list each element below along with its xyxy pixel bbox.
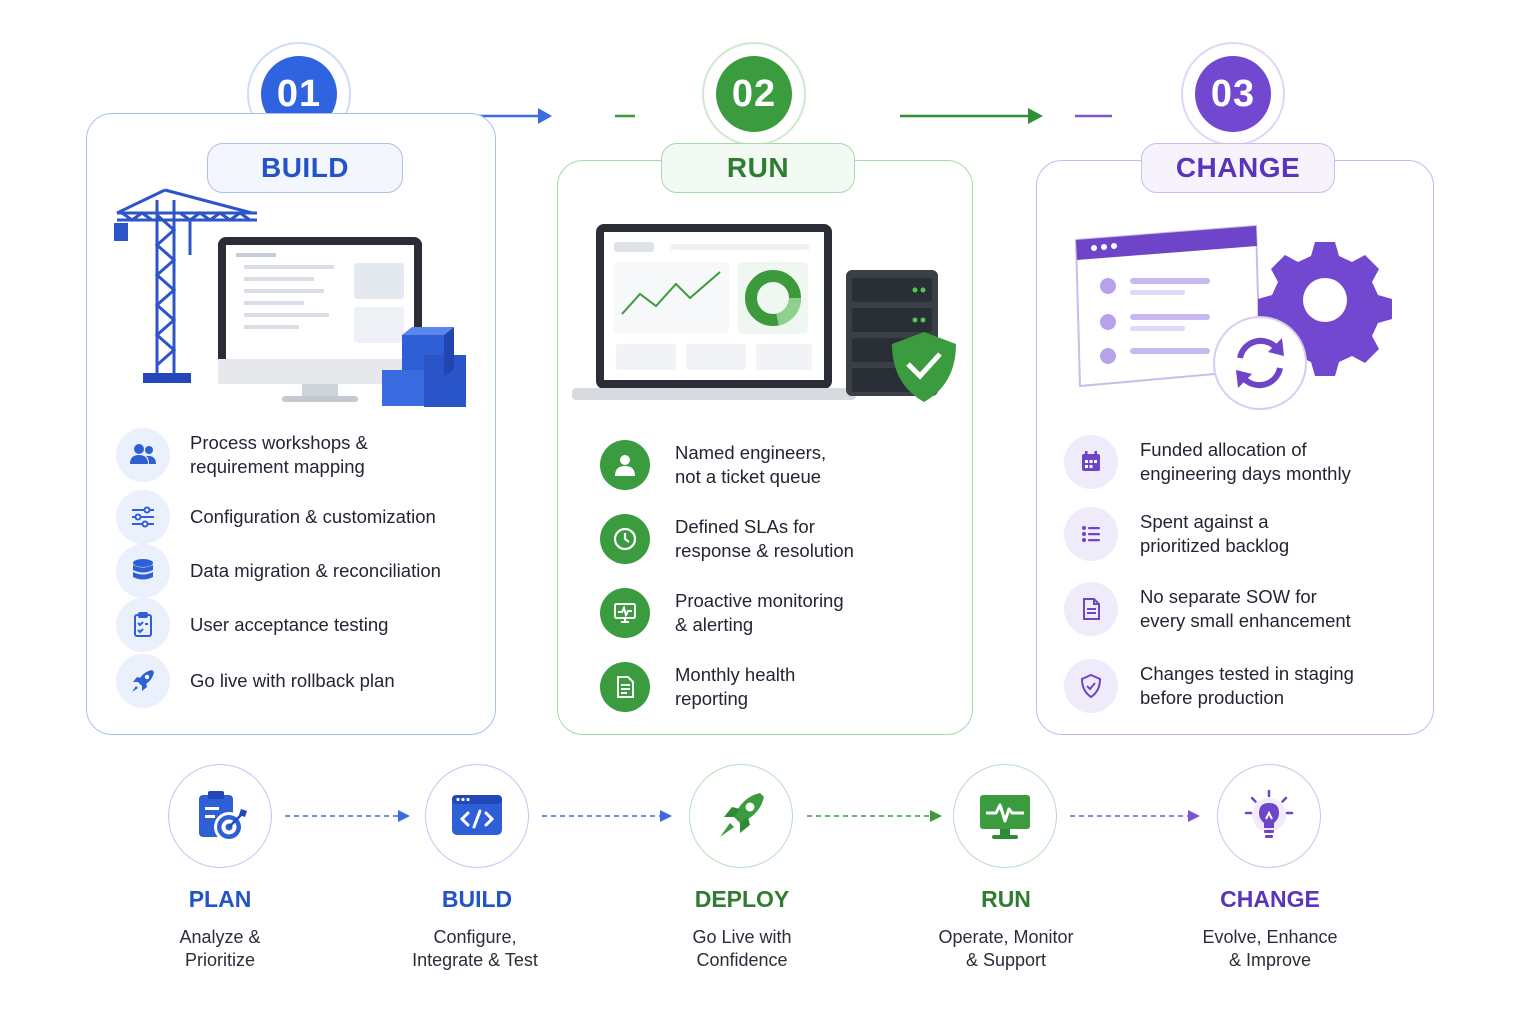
- crane-icon: [116, 188, 257, 375]
- step-connectors: [458, 108, 1112, 124]
- laptop-icon: [572, 224, 856, 400]
- run-pill: RUN: [661, 143, 855, 193]
- flow-deploy-title: DEPLOY: [694, 886, 790, 912]
- build-illustration: [114, 188, 466, 407]
- document-icon: [1064, 582, 1118, 636]
- run-illustration: [572, 224, 956, 402]
- build-item-3: Data migration & reconciliation: [116, 544, 441, 598]
- monitor-pulse-icon: [980, 795, 1030, 839]
- flow-deploy-subtitle: Go Live with Confidence: [692, 927, 792, 970]
- target-clipboard-icon: [199, 791, 247, 842]
- calendar-icon: [1064, 435, 1118, 489]
- clock-icon: [600, 514, 650, 564]
- connector-arrowhead-1: [538, 108, 552, 124]
- build-pill: BUILD: [207, 143, 403, 193]
- change-illustration: [1074, 224, 1392, 410]
- run-item-4-text: Monthly health reporting: [675, 664, 796, 709]
- flow-build-circle: [425, 764, 529, 868]
- change-item-3: No separate SOW for every small enhancem…: [1064, 582, 1351, 636]
- flow-change-circle: [1217, 764, 1321, 868]
- build-item-5: Go live with rollback plan: [116, 654, 395, 708]
- flow-plan-circle: [168, 764, 272, 868]
- build-item-1-text: Process workshops & requirement mapping: [190, 432, 368, 477]
- users-icon: [116, 428, 170, 482]
- flow-connectors: [285, 810, 1200, 822]
- run-item-1: Named engineers, not a ticket queue: [600, 440, 826, 490]
- flow-arrowhead-3: [930, 810, 942, 822]
- monitor-pulse-icon: [600, 588, 650, 638]
- sliders-icon: [116, 490, 170, 544]
- flow-plan-title: PLAN: [188, 886, 252, 912]
- connector-arrowhead-2: [1028, 108, 1043, 124]
- step-2-number: 02: [716, 56, 792, 132]
- change-item-2: Spent against a prioritized backlog: [1064, 507, 1289, 561]
- crane-counterweight: [114, 223, 128, 241]
- change-item-2-text: Spent against a prioritized backlog: [1140, 511, 1290, 556]
- change-item-1-text: Funded allocation of engineering days mo…: [1140, 439, 1351, 484]
- build-item-5-text: Go live with rollback plan: [190, 670, 395, 691]
- flow-change-title: CHANGE: [1220, 886, 1320, 912]
- flow-deploy-circle: [689, 764, 793, 868]
- lightbulb-icon: [1244, 789, 1294, 838]
- change-item-1: Funded allocation of engineering days mo…: [1064, 435, 1351, 489]
- flow-change-subtitle: Evolve, Enhance & Improve: [1202, 927, 1338, 970]
- run-item-2: Defined SLAs for response & resolution: [600, 514, 854, 564]
- run-item-1-text: Named engineers, not a ticket queue: [675, 442, 827, 487]
- step-3-circle: 03: [1181, 42, 1285, 146]
- flow-run-circle: [953, 764, 1057, 868]
- run-item-3: Proactive monitoring & alerting: [600, 588, 844, 638]
- cubes-icon: [382, 327, 466, 407]
- change-item-4: Changes tested in staging before product…: [1064, 659, 1354, 713]
- flow-run-title: RUN: [981, 886, 1031, 912]
- flow-plan-subtitle: Analyze & Prioritize: [179, 927, 261, 970]
- user-icon: [600, 440, 650, 490]
- run-item-3-text: Proactive monitoring & alerting: [675, 590, 844, 635]
- step-2-circle: 02: [702, 42, 806, 146]
- refresh-icon: [1213, 316, 1307, 410]
- database-icon: [116, 544, 170, 598]
- monitor-icon: [218, 237, 422, 402]
- build-item-4: User acceptance testing: [116, 598, 388, 652]
- build-item-2-text: Configuration & customization: [190, 506, 436, 527]
- flow-build-title: BUILD: [441, 886, 513, 912]
- code-window-icon: [452, 795, 502, 835]
- build-item-4-text: User acceptance testing: [190, 614, 389, 635]
- crane-base: [143, 373, 191, 383]
- flow-arrowhead-1: [398, 810, 410, 822]
- list-icon: [1064, 507, 1118, 561]
- flow-build-subtitle: Configure, Integrate & Test: [412, 927, 538, 970]
- flow-arrowhead-4: [1188, 810, 1200, 822]
- change-item-4-text: Changes tested in staging before product…: [1140, 663, 1354, 708]
- run-item-2-text: Defined SLAs for response & resolution: [675, 516, 854, 561]
- build-item-1: Process workshops & requirement mapping: [116, 428, 368, 482]
- rocket-icon: [116, 654, 170, 708]
- run-item-4: Monthly health reporting: [600, 662, 795, 712]
- clipboard-check-icon: [116, 598, 170, 652]
- build-item-2: Configuration & customization: [116, 490, 436, 544]
- change-item-3-text: No separate SOW for every small enhancem…: [1140, 586, 1351, 631]
- step-3-number: 03: [1195, 56, 1271, 132]
- flow-run-subtitle: Operate, Monitor & Support: [938, 927, 1074, 970]
- flow-arrowhead-2: [660, 810, 672, 822]
- shield-check-icon: [892, 332, 956, 402]
- report-icon: [600, 662, 650, 712]
- build-item-3-text: Data migration & reconciliation: [190, 560, 441, 581]
- shield-check-icon: [1064, 659, 1118, 713]
- change-pill: CHANGE: [1141, 143, 1335, 193]
- rocket-icon: [720, 793, 764, 837]
